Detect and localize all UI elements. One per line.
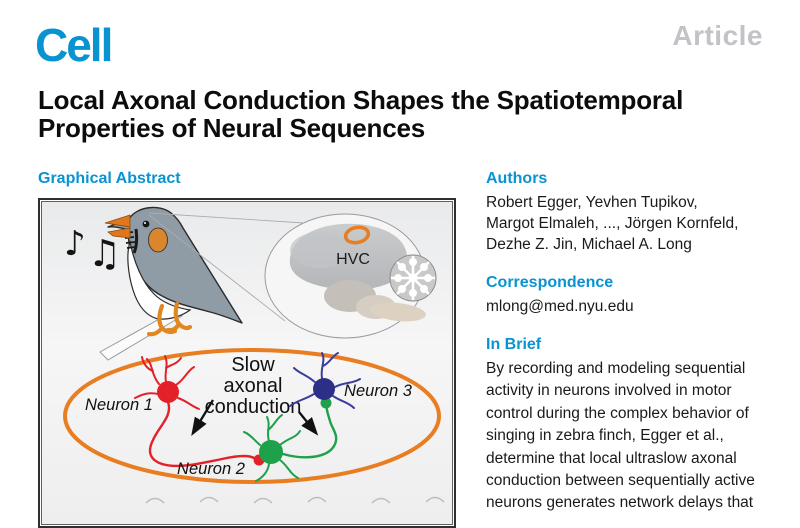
arrow-left <box>191 399 214 436</box>
hvc-label: HVC <box>336 251 370 268</box>
cutoff-next-row <box>145 496 445 504</box>
zebra-finch <box>104 206 243 337</box>
zoom-line-bottom <box>148 214 286 322</box>
graphical-abstract-heading: Graphical Abstract <box>38 170 181 187</box>
author-line: Dezhe Z. Jin, Michael A. Long <box>486 236 692 253</box>
graphical-abstract-canvas: ♪ ♫ <box>41 201 453 525</box>
music-note-single: ♪ <box>64 224 86 264</box>
cheek-patch <box>148 227 168 253</box>
neuron-1 <box>134 355 258 468</box>
neuron-2-label: Neuron 2 <box>177 460 245 478</box>
correspondence-heading: Correspondence <box>486 274 614 291</box>
neuron-3-soma <box>313 378 335 400</box>
music-note-beamed: ♫ <box>88 232 121 275</box>
neuron-3 <box>289 352 361 409</box>
graphical-abstract-svg: ♪ ♫ <box>63 206 445 504</box>
hvc-ring <box>343 225 371 245</box>
authors-heading: Authors <box>486 170 548 187</box>
paper-title: Local Axonal Conduction Shapes the Spati… <box>38 85 684 143</box>
beak-lower <box>107 227 131 239</box>
author-line: Margot Elmaleh, ..., Jörgen Kornfeld, <box>486 215 739 232</box>
cerebellum <box>389 254 437 302</box>
neuron-2-bouton <box>320 397 332 409</box>
neuron-labels: Neuron 1 Neuron 2 Neuron 3 <box>85 382 413 478</box>
author-list: Robert Egger, Yevhen Tupikov, Margot Elm… <box>486 192 778 255</box>
arrow-right <box>298 411 319 436</box>
neuron-3-label: Neuron 3 <box>344 382 413 400</box>
neuron-2-soma <box>259 440 283 464</box>
journal-logo: Cell <box>35 19 113 71</box>
bird-brain: HVC <box>289 223 437 322</box>
in-brief-text: By recording and modeling sequential act… <box>486 360 755 512</box>
neuron-2 <box>243 404 338 482</box>
neuron-1-label: Neuron 1 <box>85 396 153 414</box>
feet <box>146 301 193 337</box>
article-type-label: Article <box>672 20 763 51</box>
graphical-abstract-figure: ♪ ♫ <box>38 198 456 528</box>
slow-conduction-caption: Slow axonal conduction <box>205 354 302 418</box>
neuron-1-soma <box>157 381 179 403</box>
in-brief-heading: In Brief <box>486 336 542 353</box>
eye <box>142 220 150 228</box>
author-line: Robert Egger, Yevhen Tupikov, <box>486 194 698 211</box>
svg-text:Slow: Slow <box>231 354 275 376</box>
correspondence-email[interactable]: mlong@med.nyu.edu <box>486 298 634 315</box>
zoom-line-top <box>148 212 305 224</box>
svg-text:axonal: axonal <box>224 375 283 397</box>
beak-upper <box>104 214 131 228</box>
svg-text:conduction: conduction <box>205 396 302 418</box>
hvc-zoom-ellipse <box>63 348 441 484</box>
